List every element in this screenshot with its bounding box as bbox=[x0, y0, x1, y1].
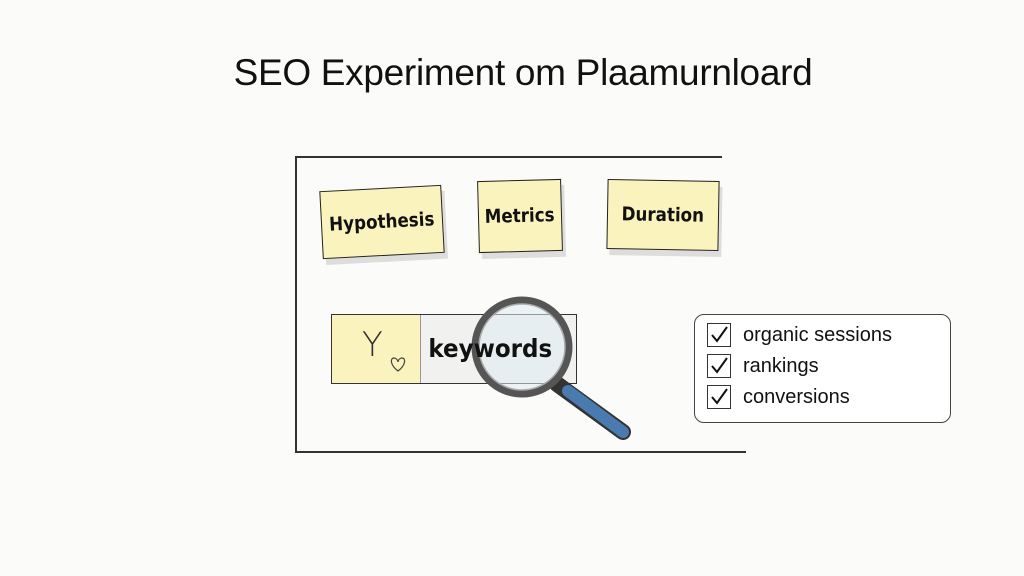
checkbox-checked-icon[interactable] bbox=[707, 354, 731, 378]
checklist-label: conversions bbox=[743, 385, 850, 408]
keyword-search-box[interactable]: Y keywords bbox=[331, 314, 577, 384]
search-input-value: keywords bbox=[428, 334, 553, 363]
page-title: SEO Experiment om Plaamurnloard bbox=[233, 52, 813, 93]
heart-icon bbox=[390, 357, 406, 372]
frame-bottom-line bbox=[296, 451, 746, 453]
frame-top-line bbox=[296, 156, 722, 158]
checklist-item[interactable]: rankings bbox=[707, 354, 819, 378]
metrics-checklist: organic sessions rankings conversions bbox=[694, 314, 951, 423]
note-label: Hypothesis bbox=[328, 208, 436, 236]
sticky-note-duration[interactable]: Duration bbox=[606, 179, 720, 251]
sticky-note-hypothesis[interactable]: Hypothesis bbox=[319, 184, 445, 260]
magnifier-icon bbox=[471, 296, 631, 440]
note-label: Duration bbox=[621, 203, 705, 227]
frame-left-line bbox=[295, 156, 297, 453]
checklist-item[interactable]: conversions bbox=[707, 385, 850, 409]
checkbox-checked-icon[interactable] bbox=[707, 385, 731, 409]
yellow-tab: Y bbox=[332, 315, 421, 383]
checklist-label: organic sessions bbox=[743, 323, 892, 346]
checkbox-checked-icon[interactable] bbox=[707, 323, 731, 347]
note-label: Metrics bbox=[484, 204, 556, 228]
y-glyph: Y bbox=[362, 325, 383, 365]
checklist-item[interactable]: organic sessions bbox=[707, 323, 892, 347]
checklist-label: rankings bbox=[743, 354, 819, 377]
sticky-note-metrics[interactable]: Metrics bbox=[477, 178, 563, 254]
